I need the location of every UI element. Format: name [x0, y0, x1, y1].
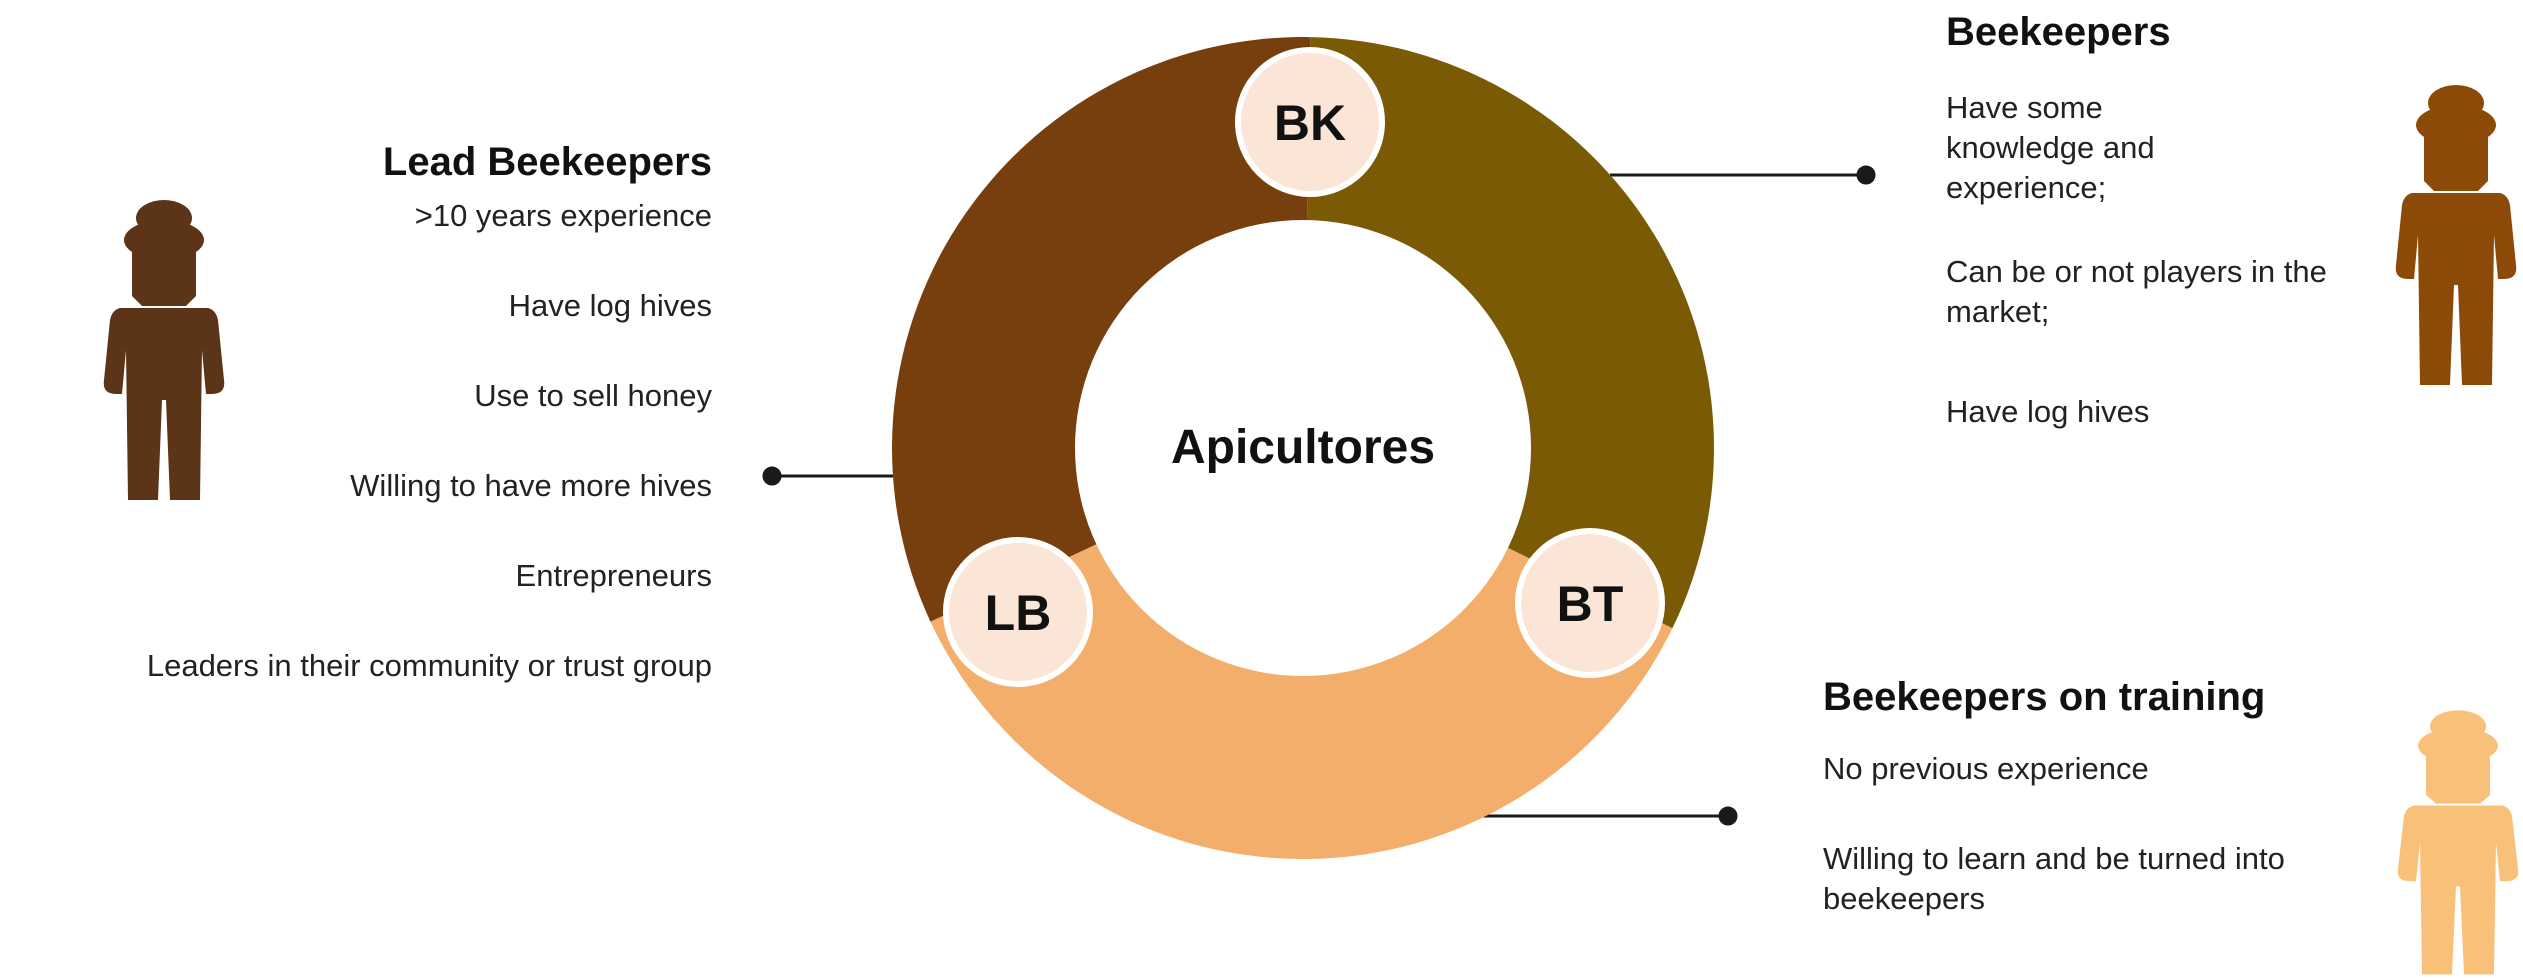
connector-bk-dot	[1856, 165, 1876, 185]
lead-item: Use to sell honey	[474, 378, 712, 413]
connector-lb-dot	[762, 466, 782, 486]
donut-ring	[892, 37, 1714, 860]
lead-item: Willing to have more hives	[350, 468, 712, 503]
beekeepers-item: Have log hives	[1946, 394, 2150, 429]
badge-bt: BT	[1515, 528, 1665, 678]
lead-item: Have log hives	[508, 288, 712, 323]
beekeepers-panel: Beekeepers Have some knowledge and exper…	[1946, 8, 2416, 432]
beekeepers-item: Can be or not players in the market;	[1946, 254, 2327, 329]
lead-item: Leaders in their community or trust grou…	[146, 648, 712, 683]
donut-center	[1075, 220, 1531, 676]
beekeepers-item: Have some knowledge and experience;	[1946, 90, 2155, 205]
lead-item: >10 years experience	[414, 198, 712, 233]
badge-bk-label: BK	[1274, 95, 1346, 151]
beekeepers-title: Beekeepers	[1946, 10, 2171, 54]
center-label: Apicultores	[1171, 421, 1435, 474]
beekeepers-on-training-title: Beekeepers on training	[1823, 675, 2266, 719]
lead-item: Entrepreneurs	[515, 558, 712, 593]
beekeepers-on-training-panel: Beekeepers on training No previous exper…	[1823, 673, 2423, 969]
connector-bt-dot	[1718, 806, 1738, 826]
training-item: Willing to learn and be turned into beek…	[1823, 841, 2285, 916]
badge-bk: BK	[1235, 47, 1385, 197]
connectors	[762, 165, 1876, 826]
lead-beekeepers-panel: Lead Beekeepers >10 years experience Hav…	[0, 138, 712, 686]
lead-beekeepers-title: Lead Beekeepers	[382, 140, 712, 184]
badge-lb-label: LB	[985, 585, 1052, 641]
badge-bt-label: BT	[1557, 576, 1624, 632]
training-item: No previous experience	[1823, 751, 2149, 786]
badge-lb: LB	[943, 537, 1093, 687]
